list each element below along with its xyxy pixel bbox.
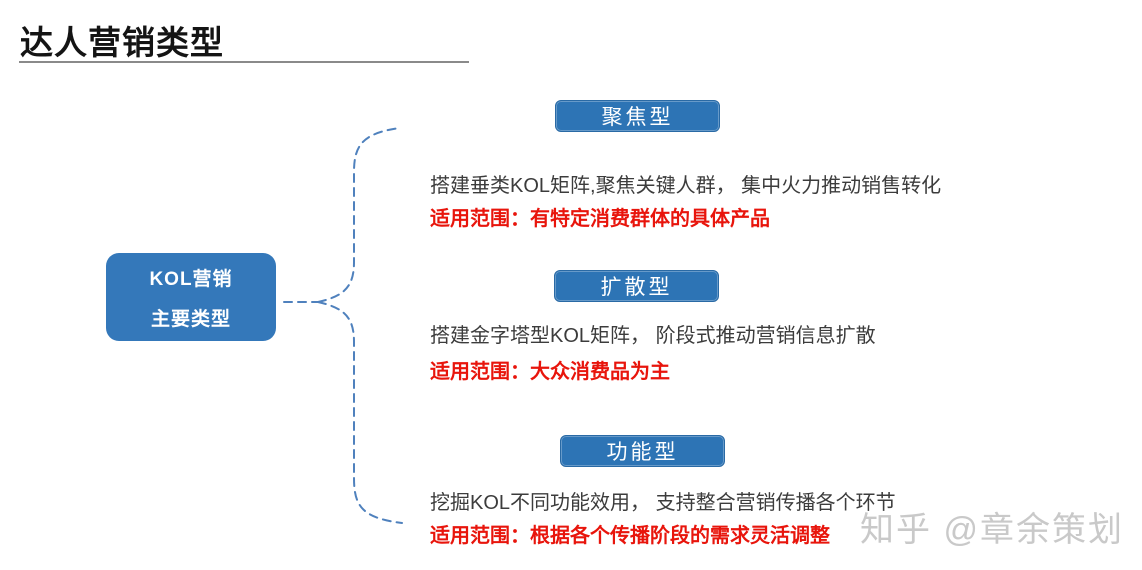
root-node-line1: KOL营销	[149, 268, 233, 290]
connector-upper-arm	[317, 127, 401, 303]
branch-description-focused: 搭建垂类KOL矩阵,聚焦关键人群， 集中火力推动销售转化	[430, 175, 942, 197]
connector-lower-arm	[317, 301, 403, 524]
page-title: 达人营销类型	[20, 24, 224, 61]
branch-scope-diffusion: 适用范围：大众消费品为主	[430, 361, 670, 383]
root-node-line2: 主要类型	[150, 308, 231, 330]
branch-description-diffusion: 搭建金字塔型KOL矩阵， 阶段式推动营销信息扩散	[430, 325, 876, 347]
branch-label-focused: 聚焦型	[555, 100, 720, 132]
branch-scope-functional: 适用范围：根据各个传播阶段的需求灵活调整	[430, 525, 830, 547]
zhihu-watermark: 知乎 @章余策划	[860, 511, 1124, 549]
branch-label-functional: 功能型	[560, 435, 725, 467]
root-node-kol-marketing: KOL营销 主要类型	[106, 253, 276, 341]
branch-description-functional: 挖掘KOL不同功能效用， 支持整合营销传播各个环节	[430, 492, 896, 514]
branch-label-diffusion: 扩散型	[554, 270, 719, 302]
branch-scope-focused: 适用范围：有特定消费群体的具体产品	[430, 208, 770, 230]
title-underline	[19, 61, 469, 63]
